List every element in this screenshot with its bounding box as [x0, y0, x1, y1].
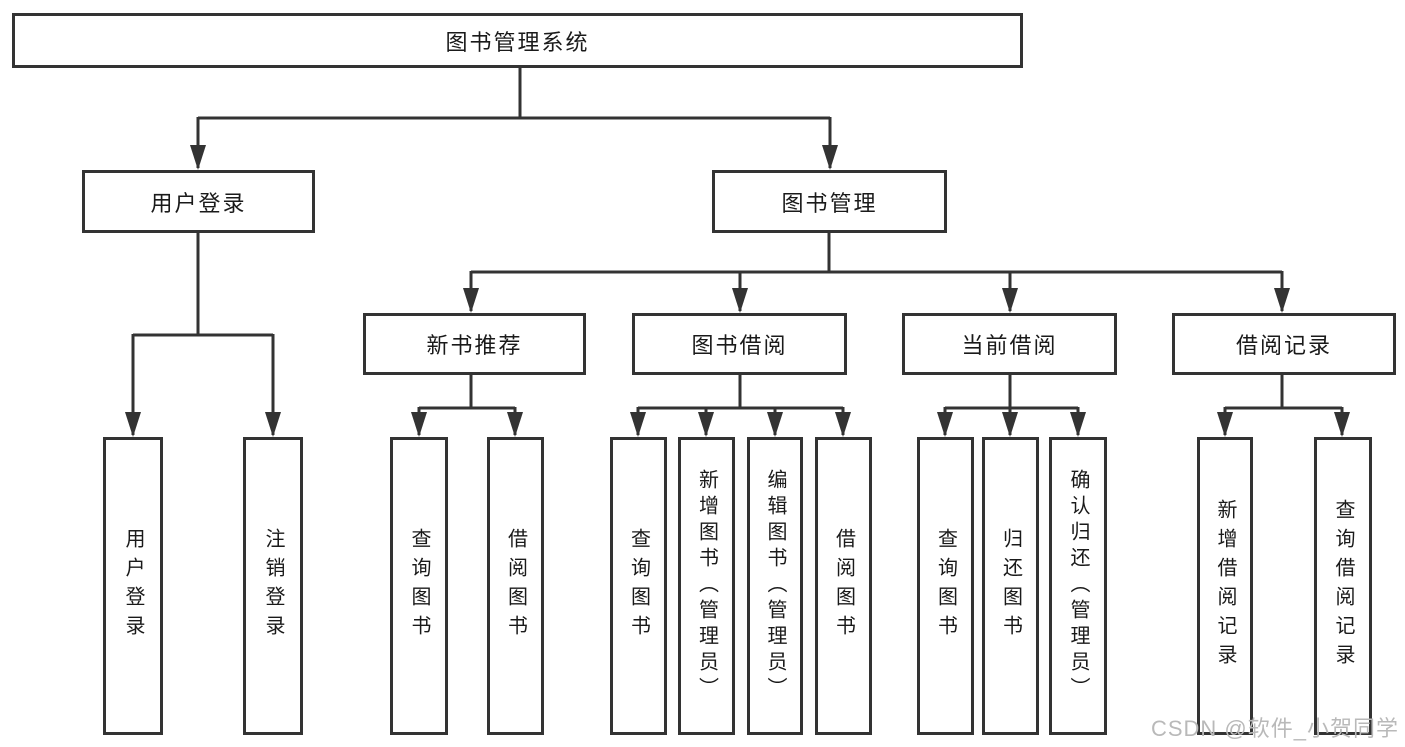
leaf-return-book: 归还图书: [982, 437, 1039, 735]
leaf-add-borrow-record-label: 新增借阅记录: [1214, 499, 1236, 673]
leaf-logout-login: 注销登录: [243, 437, 303, 735]
leaf-edit-book-admin-label: 编辑图书（管理员）: [764, 469, 786, 703]
leaf-confirm-return-admin-label: 确认归还（管理员）: [1067, 469, 1089, 703]
leaf-query-borrow-record: 查询借阅记录: [1314, 437, 1372, 735]
node-library-management-system: 图书管理系统: [12, 13, 1023, 68]
node-book-management: 图书管理: [712, 170, 947, 233]
leaf-confirm-return-admin: 确认归还（管理员）: [1049, 437, 1107, 735]
leaf-recommend-borrow-book: 借阅图书: [487, 437, 544, 735]
leaf-borrow-query-book: 查询图书: [610, 437, 667, 735]
leaf-return-book-label: 归还图书: [999, 528, 1022, 644]
leaf-recommend-borrow-book-label: 借阅图书: [504, 528, 527, 644]
leaf-recommend-query-book: 查询图书: [390, 437, 448, 735]
edges: [131, 66, 1344, 435]
leaf-borrow-borrow-book-label: 借阅图书: [832, 528, 855, 644]
leaf-user-login-label: 用户登录: [122, 528, 144, 644]
leaf-logout-login-label: 注销登录: [262, 528, 284, 644]
leaf-borrow-borrow-book: 借阅图书: [815, 437, 872, 735]
leaf-edit-book-admin: 编辑图书（管理员）: [747, 437, 803, 735]
leaf-add-book-admin: 新增图书（管理员）: [678, 437, 735, 735]
leaf-add-book-admin-label: 新增图书（管理员）: [695, 469, 718, 703]
arrowheads: [125, 145, 1350, 437]
csdn-watermark: CSDN @软件_小贺同学: [1150, 716, 1399, 741]
node-user-login: 用户登录: [82, 170, 315, 233]
leaf-current-query-book: 查询图书: [917, 437, 974, 735]
leaf-current-query-book-label: 查询图书: [934, 528, 957, 644]
leaf-borrow-query-book-label: 查询图书: [627, 528, 650, 644]
leaf-recommend-query-book-label: 查询图书: [408, 528, 430, 644]
leaf-add-borrow-record: 新增借阅记录: [1197, 437, 1253, 735]
node-current-borrow: 当前借阅: [902, 313, 1117, 375]
node-new-book-recommend: 新书推荐: [363, 313, 586, 375]
leaf-user-login: 用户登录: [103, 437, 163, 735]
node-book-borrow: 图书借阅: [632, 313, 847, 375]
leaf-query-borrow-record-label: 查询借阅记录: [1332, 499, 1354, 673]
node-borrow-records: 借阅记录: [1172, 313, 1396, 375]
